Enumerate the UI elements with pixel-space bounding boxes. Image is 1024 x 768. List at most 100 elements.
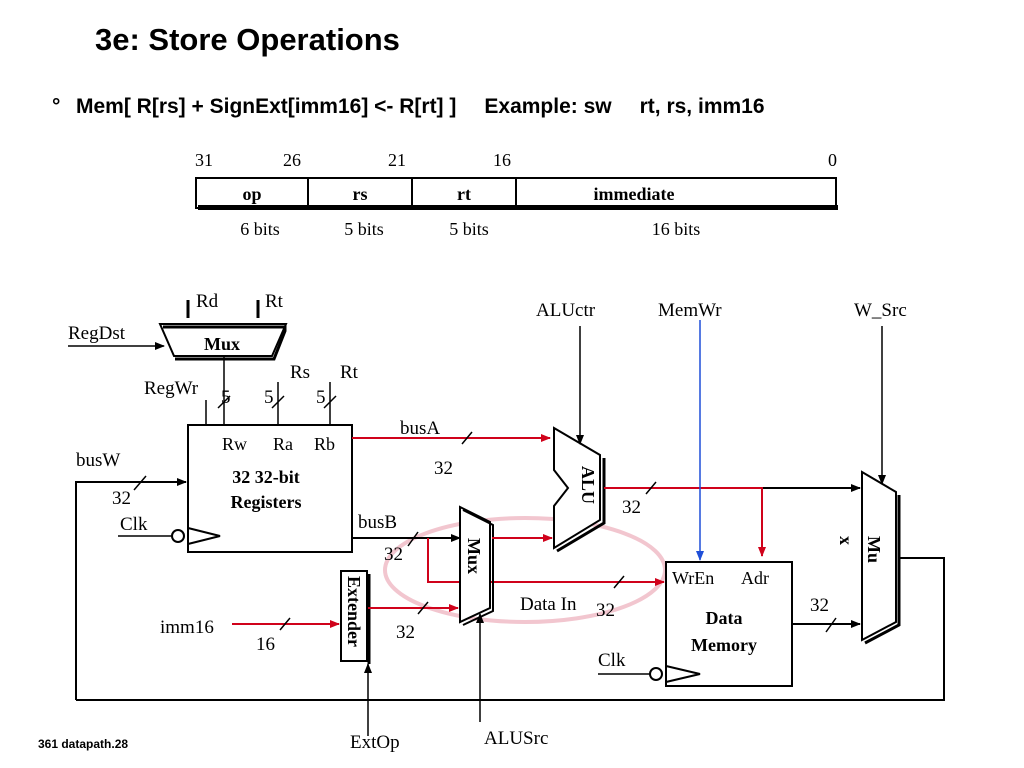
busb-width-slash bbox=[407, 531, 419, 547]
rtl-statement: Mem[ R[rs] + SignExt[imm16] <- R[rt] ] bbox=[76, 95, 457, 118]
field-op-width: 6 bits bbox=[240, 219, 280, 239]
port-rb: Rb bbox=[314, 434, 335, 454]
bullet-line: ° Mem[ R[rs] + SignExt[imm16] <- R[rt] ] E… bbox=[52, 95, 765, 119]
bit-pos-26: 26 bbox=[283, 150, 301, 170]
alu-shadow bbox=[556, 458, 606, 553]
mem-adr: Adr bbox=[741, 568, 769, 588]
mem-out-width: 32 bbox=[810, 595, 829, 616]
regfile-clock-bubble bbox=[171, 529, 185, 543]
instruction-format: 31 26 21 16 0 op rs rt immediate 6 bits … bbox=[195, 150, 838, 239]
dest-mux-label: Mux bbox=[204, 334, 240, 354]
busa-width: 32 bbox=[434, 458, 453, 479]
register-file: RegWr Rs Rt 5 5 5 Rw Ra Rb 32 32-bit Reg… bbox=[118, 356, 359, 553]
ra-width-slash bbox=[271, 395, 285, 409]
data-memory-box bbox=[665, 561, 793, 687]
alu: ALU ALUctr 32 bbox=[536, 300, 861, 557]
example-label: Example: sw bbox=[484, 95, 612, 118]
mem-clock-edge bbox=[665, 665, 701, 683]
busb-label: busB bbox=[358, 512, 397, 533]
field-immediate-width: 16 bits bbox=[652, 219, 701, 239]
field-immediate: immediate bbox=[594, 184, 675, 204]
alu-label: ALU bbox=[578, 466, 598, 504]
busa-label: busA bbox=[400, 418, 440, 439]
wb-mux-label-line1: Mu bbox=[864, 536, 884, 563]
format-box-shadow bbox=[198, 205, 838, 210]
busw-width: 32 bbox=[112, 488, 131, 509]
wb-mux-label-line2: x bbox=[836, 536, 856, 545]
field-rs-width: 5 bits bbox=[344, 219, 384, 239]
rs-label: Rs bbox=[290, 362, 310, 383]
data-memory-line1: Data bbox=[706, 608, 743, 628]
bit-pos-31: 31 bbox=[195, 150, 213, 170]
dest-mux-rt-label: Rt bbox=[265, 291, 284, 312]
register-file-box bbox=[187, 424, 353, 553]
wsrc-label: W_Src bbox=[854, 300, 907, 321]
bit-pos-0: 0 bbox=[828, 150, 837, 170]
mem-clock-label: Clk bbox=[598, 650, 626, 671]
alu-shape bbox=[553, 426, 601, 550]
alu-out-width: 32 bbox=[622, 497, 641, 518]
alu-src-mux-shape bbox=[459, 505, 491, 624]
extender-label: Extender bbox=[344, 576, 364, 647]
extender-box bbox=[340, 570, 368, 662]
regfile-clock-label: Clk bbox=[120, 514, 148, 535]
dest-reg-mux: Rd Rt Mux RegDst bbox=[68, 291, 288, 361]
field-op: op bbox=[242, 184, 261, 204]
register-file-line1: 32 32-bit bbox=[232, 467, 300, 487]
ra-width-label: 5 bbox=[264, 387, 274, 408]
busb-width: 32 bbox=[384, 544, 403, 565]
wb-mux-shape bbox=[861, 470, 897, 642]
register-file-line2: Registers bbox=[231, 492, 302, 512]
busb-path: busB 32 bbox=[352, 512, 665, 589]
extender-out-width: 32 bbox=[396, 622, 415, 643]
busw-label: busW bbox=[76, 450, 120, 471]
dest-mux-shape bbox=[158, 323, 288, 357]
regfile-clock-edge bbox=[187, 527, 221, 545]
extop-label: ExtOp bbox=[350, 732, 400, 753]
alu-to-adr-wire bbox=[604, 487, 766, 557]
mem-out-width-slash bbox=[825, 617, 837, 633]
port-ra: Ra bbox=[273, 434, 293, 454]
bit-pos-16: 16 bbox=[493, 150, 511, 170]
extender: Extender imm16 16 32 ExtOp bbox=[160, 570, 459, 753]
mem-clock-bubble bbox=[649, 667, 663, 681]
rt-read-label: Rt bbox=[340, 362, 359, 383]
rw-width-label: 5 bbox=[221, 387, 231, 408]
data-memory-line2: Memory bbox=[691, 635, 757, 655]
bit-pos-21: 21 bbox=[388, 150, 406, 170]
regwr-label: RegWr bbox=[144, 378, 199, 399]
wb-mux-shadow bbox=[864, 495, 901, 645]
busw-wire bbox=[75, 478, 187, 700]
extender-out-width-slash bbox=[417, 601, 429, 615]
field-rt-width: 5 bits bbox=[449, 219, 489, 239]
data-memory: WrEn Adr Data Memory Data In 32 Clk MemW… bbox=[520, 300, 861, 687]
slide-footer: 361 datapath.28 bbox=[38, 737, 129, 751]
field-rt: rt bbox=[457, 184, 471, 204]
writeback-mux: Mu x W_Src bbox=[836, 300, 907, 645]
busa-width-slash bbox=[461, 431, 473, 445]
rw-width-slash bbox=[217, 395, 231, 409]
memwr-label: MemWr bbox=[658, 300, 722, 321]
data-in-label: Data In bbox=[520, 594, 577, 615]
datain-width-slash bbox=[613, 575, 625, 589]
busa-path: busA 32 bbox=[352, 418, 551, 479]
mem-wren: WrEn bbox=[672, 568, 714, 588]
regdst-label: RegDst bbox=[68, 323, 126, 344]
alusrc-label: ALUSrc bbox=[484, 728, 548, 749]
bullet-marker: ° bbox=[52, 95, 61, 118]
imm16-width-slash bbox=[279, 617, 291, 631]
alu-out-width-slash bbox=[645, 481, 657, 495]
slide-title: 3e: Store Operations bbox=[95, 22, 400, 57]
dest-mux-shadow bbox=[163, 325, 287, 361]
busw-loop: busW 32 bbox=[75, 450, 945, 701]
busb-to-datain-wire bbox=[427, 538, 665, 586]
aluctr-label: ALUctr bbox=[536, 300, 596, 321]
port-rw: Rw bbox=[222, 434, 247, 454]
field-rs: rs bbox=[353, 184, 368, 204]
alu-src-mux-label: Mux bbox=[464, 538, 484, 574]
rb-width-slash bbox=[323, 395, 337, 409]
busw-width-slash bbox=[133, 475, 147, 491]
data-in-width: 32 bbox=[596, 600, 615, 621]
example-operands: rt, rs, imm16 bbox=[639, 95, 765, 118]
